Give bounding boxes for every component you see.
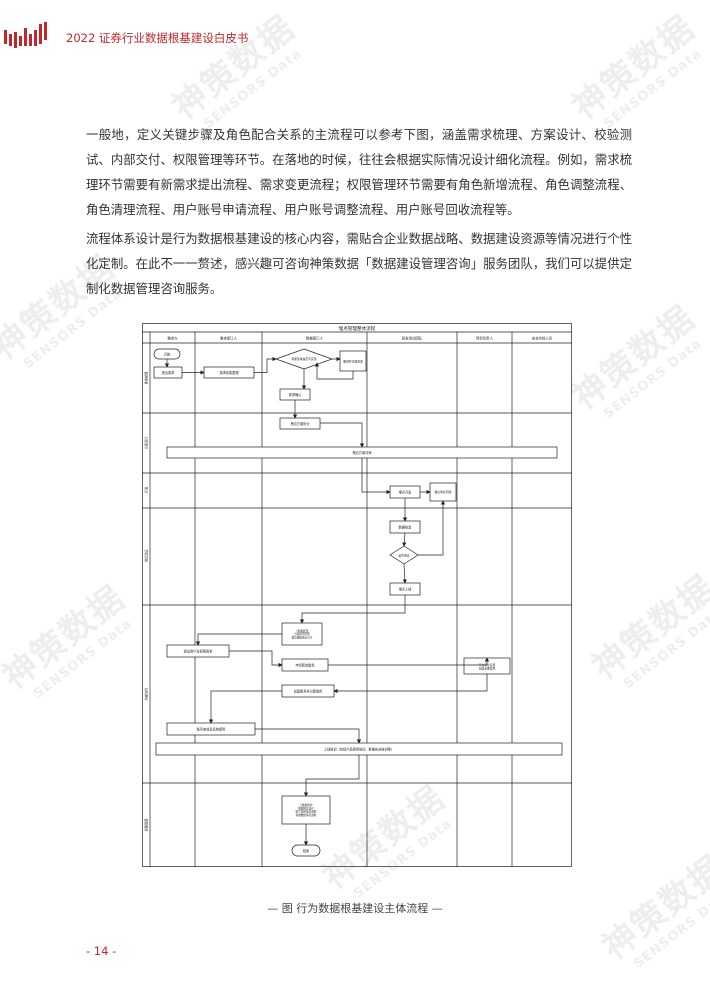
paragraph-1: 一般地，定义关键步骤及角色配合关系的主流程可以参考下图，涵盖需求梳理、方案设计、… — [86, 127, 632, 217]
node-label: 是否通过 — [398, 554, 409, 558]
node-label: 确认修复问题 — [435, 490, 452, 494]
header-title: 2022 证券行业数据根基建设白皮书 — [66, 31, 249, 45]
node-label: 需求确认 — [289, 392, 303, 397]
flowchart-title: 埋点管理整体流程 — [339, 325, 376, 332]
node-label: 开始 — [164, 352, 171, 357]
node-label: 埋点方案设计 — [290, 421, 310, 426]
node-label: 埋点方案评审 — [352, 450, 371, 455]
node-label: 申请新增角色 — [295, 663, 315, 668]
phase-label: 内部交付 — [144, 687, 149, 701]
phase-label: 开发 — [144, 486, 149, 493]
phase-label: 权限管理 — [144, 818, 149, 832]
node-design — [279, 417, 321, 430]
node-label: 上线培训（包括产品使用培训、数据安全培训等） — [324, 747, 394, 752]
node-label: 埋点开发 — [399, 490, 413, 495]
process-flowchart: 埋点管理整体流程 需求方 需求接口人 数据接口人 研发测试团队 项目负责人 安全… — [142, 323, 572, 867]
node-label: 埋点上线 — [399, 587, 413, 592]
lane-header: 研发测试团队 — [402, 336, 423, 341]
figure-caption: — 图 行为数据根基建设主体流程 — — [267, 902, 443, 915]
lane-header: 需求方 — [167, 336, 178, 341]
node-label: 元数据维护数据概览迭代账号使用情况巡检基础数据情况巡检 — [296, 803, 317, 817]
node-ops — [281, 795, 331, 825]
node-label: 数据校验 — [399, 525, 413, 530]
node-label: 判断需求是否可实现 — [291, 357, 316, 361]
node-label: 结束 — [303, 848, 310, 853]
node-label: 提出需求 — [162, 370, 176, 375]
node-label: 提出用户及权限需求 — [184, 649, 213, 654]
lane-header: 安全合规人员 — [532, 336, 553, 341]
phase-label: 测试验证 — [144, 549, 149, 563]
node-label: 元数据配置分析模型配置概览数据展示分享 — [292, 629, 313, 640]
node-label: 需求收集整理 — [219, 370, 239, 375]
paragraph-2: 流程体系设计是行为数据根基建设的核心内容，需贴合企业数据战略、数据建设资源等情况… — [86, 231, 632, 296]
node-label: 创建账号并分配角色 — [294, 689, 323, 694]
page-number: - 14 - — [86, 944, 117, 958]
lane-header: 项目负责人 — [476, 336, 494, 341]
node-label: 跟进并沟通需求 — [343, 360, 363, 364]
lane-header: 数据接口人 — [306, 336, 324, 341]
phase-label: 需求梳理 — [144, 371, 149, 385]
brand-logo-icon — [4, 22, 47, 48]
page-header: 2022 证券行业数据根基建设白皮书 — [0, 0, 710, 60]
phase-label: 方案设计 — [144, 436, 149, 450]
node-label: 账号查收及系统使用 — [197, 727, 226, 732]
lane-header: 需求接口人 — [220, 336, 238, 341]
